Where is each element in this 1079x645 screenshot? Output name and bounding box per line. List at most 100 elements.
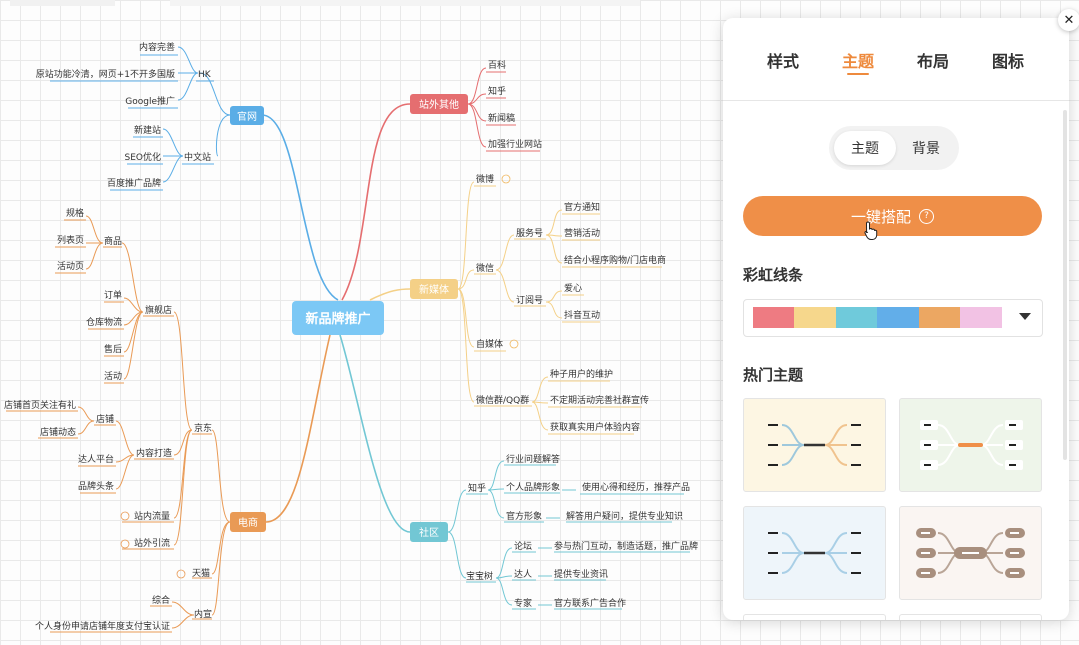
help-icon[interactable]: ? [919, 208, 934, 224]
node-zhanwai-item[interactable]: 加强行业网站 [488, 138, 542, 150]
node-qun-item[interactable]: 不定期活动完善社群宣传 [550, 394, 649, 406]
node-tianmao[interactable]: 天猫 [192, 567, 210, 579]
node-zimeiti[interactable]: 自媒体 [476, 338, 503, 350]
node-qun-item[interactable]: 获取真实用户体验内容 [550, 421, 640, 433]
theme-card[interactable] [743, 506, 886, 600]
node-dianpu[interactable]: 店铺 [96, 413, 114, 425]
node-dianpu-item[interactable]: 店铺首页关注有礼 [4, 399, 76, 411]
node-baobaoshu-item[interactable]: 论坛 [514, 540, 532, 552]
node-baobaoshu[interactable]: 宝宝树 [466, 570, 493, 582]
node-xinmeiti[interactable] [410, 279, 458, 299]
node-baobaoshu-item[interactable]: 专家 [514, 597, 532, 609]
node-zhihu-item[interactable]: 官方形象 [506, 510, 542, 522]
node-shangpin-item[interactable]: 活动页 [57, 260, 84, 272]
tab-theme[interactable]: 主题 [842, 52, 875, 71]
panel-scrollbar[interactable] [1063, 110, 1067, 460]
node-baobaoshu-note[interactable]: 提供专业资讯 [554, 568, 608, 580]
node-qijiandian-item[interactable]: 活动 [104, 370, 122, 382]
node-hk-item[interactable]: 内容完善 [139, 41, 175, 53]
node-zhihu-note[interactable]: 解答用户疑问，提供专业知识 [566, 510, 683, 522]
node-neimao[interactable]: 内宣 [194, 608, 212, 620]
node-dianpu-item[interactable]: 店铺动态 [40, 426, 76, 438]
node-hk-item[interactable]: 原站功能冷清，网页+1不开多国版 [36, 68, 175, 80]
rainbow-line-select[interactable] [743, 299, 1043, 337]
node-jingdong-item[interactable]: 站内流量 [134, 510, 170, 522]
node-weixin[interactable]: 微信 [476, 262, 494, 274]
node-fuwu-item[interactable]: 营销活动 [564, 227, 600, 239]
theme-preview [768, 424, 861, 466]
tab-icon[interactable]: 图标 [992, 52, 1025, 71]
info-icon[interactable] [120, 539, 130, 549]
node-zhongwen-item[interactable]: 新建站 [134, 124, 161, 136]
theme-preview [916, 528, 1025, 578]
node-zhihu-item[interactable]: 行业问题解答 [506, 453, 560, 465]
node-baobaoshu-note[interactable]: 参与热门互动，制造话题，推广品牌 [554, 540, 698, 552]
node-zhongwen-item[interactable]: SEO优化 [125, 151, 161, 163]
node-guanwang[interactable] [230, 106, 264, 125]
node-zhihu-note[interactable]: 使用心得和经历，推荐产品 [582, 481, 690, 493]
node-qijiandian-item[interactable]: 售后 [104, 343, 122, 355]
node-dianshang[interactable] [230, 512, 266, 532]
node-qijiandian-item[interactable]: 订单 [104, 289, 122, 301]
theme-card[interactable] [899, 398, 1042, 492]
node-hk-item[interactable]: Google推广 [125, 95, 175, 107]
node-neirong-item[interactable]: 品牌头条 [78, 480, 114, 492]
node-fuwu-item[interactable]: 结合小程序购物/门店电商 [564, 254, 666, 266]
node-jingdong-item[interactable]: 站外引流 [134, 537, 170, 549]
node-neimao-item[interactable]: 个人身份申请店铺年度支付宝认证 [35, 620, 170, 632]
node-zhihu[interactable]: 知乎 [468, 482, 486, 494]
node-dingyue[interactable]: 订阅号 [516, 295, 543, 306]
node-baobaoshu-item[interactable]: 达人 [514, 568, 532, 580]
tab-layout[interactable]: 布局 [917, 52, 950, 71]
node-zhihu-item[interactable]: 个人品牌形象 [506, 481, 560, 493]
node-zhanwai-item[interactable]: 知乎 [488, 85, 506, 97]
chevron-down-icon[interactable] [1019, 313, 1031, 320]
theme-card[interactable] [899, 506, 1042, 600]
node-fuwu-item[interactable]: 官方通知 [564, 201, 600, 213]
close-icon[interactable]: ✕ [1058, 9, 1079, 31]
edge-xinmeiti [369, 288, 411, 301]
info-icon[interactable] [501, 174, 511, 184]
node-qun-item[interactable]: 种子用户的维护 [550, 368, 613, 380]
tab-style[interactable]: 样式 [767, 52, 800, 71]
node-zhanwai-label: 站外其他 [419, 98, 459, 111]
node-shequ-label: 社区 [419, 526, 439, 539]
node-shangpin-item[interactable]: 列表页 [57, 234, 84, 246]
rainbow-swatch [877, 307, 919, 328]
node-hk[interactable]: HK [198, 70, 212, 80]
node-neirong[interactable]: 内容打造 [136, 447, 172, 459]
info-icon[interactable] [176, 569, 186, 579]
segment-background[interactable]: 背景 [912, 141, 940, 157]
segment-theme[interactable]: 主题 [834, 131, 896, 165]
node-zhanwai[interactable] [410, 94, 468, 114]
node-qijiandian-item[interactable]: 仓库物流 [86, 316, 122, 328]
one-click-match-button[interactable]: 一键搭配 ? [743, 196, 1042, 236]
node-shequ[interactable] [410, 522, 448, 542]
active-tab-indicator [847, 73, 869, 75]
node-baobaoshu-note[interactable]: 官方联系广告合作 [554, 597, 626, 609]
edge-dianshang [265, 334, 331, 523]
node-neirong-item[interactable]: 达人平台 [78, 453, 114, 465]
node-qijiandian[interactable]: 旗舰店 [145, 304, 172, 316]
info-icon[interactable] [120, 511, 130, 521]
node-jingdong[interactable]: 京东 [194, 422, 212, 434]
node-dingyue-item[interactable]: 爱心 [564, 283, 582, 294]
node-dingyue-item[interactable]: 抖音互动 [564, 309, 600, 321]
node-zhanwai-item[interactable]: 百科 [488, 59, 506, 71]
node-shangpin-item[interactable]: 规格 [66, 207, 84, 219]
node-neimao-item[interactable]: 综合 [152, 594, 170, 606]
root-node[interactable] [292, 301, 384, 335]
theme-card[interactable] [743, 398, 886, 492]
rainbow-lines-title: 彩虹线条 [743, 266, 804, 284]
theme-card[interactable] [899, 614, 1042, 620]
node-qun[interactable]: 微信群/QQ群 [476, 394, 529, 406]
node-shangpin[interactable]: 商品 [104, 235, 122, 247]
node-fuwu[interactable]: 服务号 [516, 227, 543, 239]
node-zhongwen-item[interactable]: 百度推广品牌 [107, 177, 161, 189]
theme-card[interactable] [743, 614, 886, 620]
node-weibo[interactable]: 微博 [476, 173, 494, 185]
node-zhanwai-item[interactable]: 新闻稿 [488, 112, 515, 124]
info-icon[interactable] [509, 339, 519, 349]
node-zhongwen[interactable]: 中文站 [184, 151, 211, 163]
